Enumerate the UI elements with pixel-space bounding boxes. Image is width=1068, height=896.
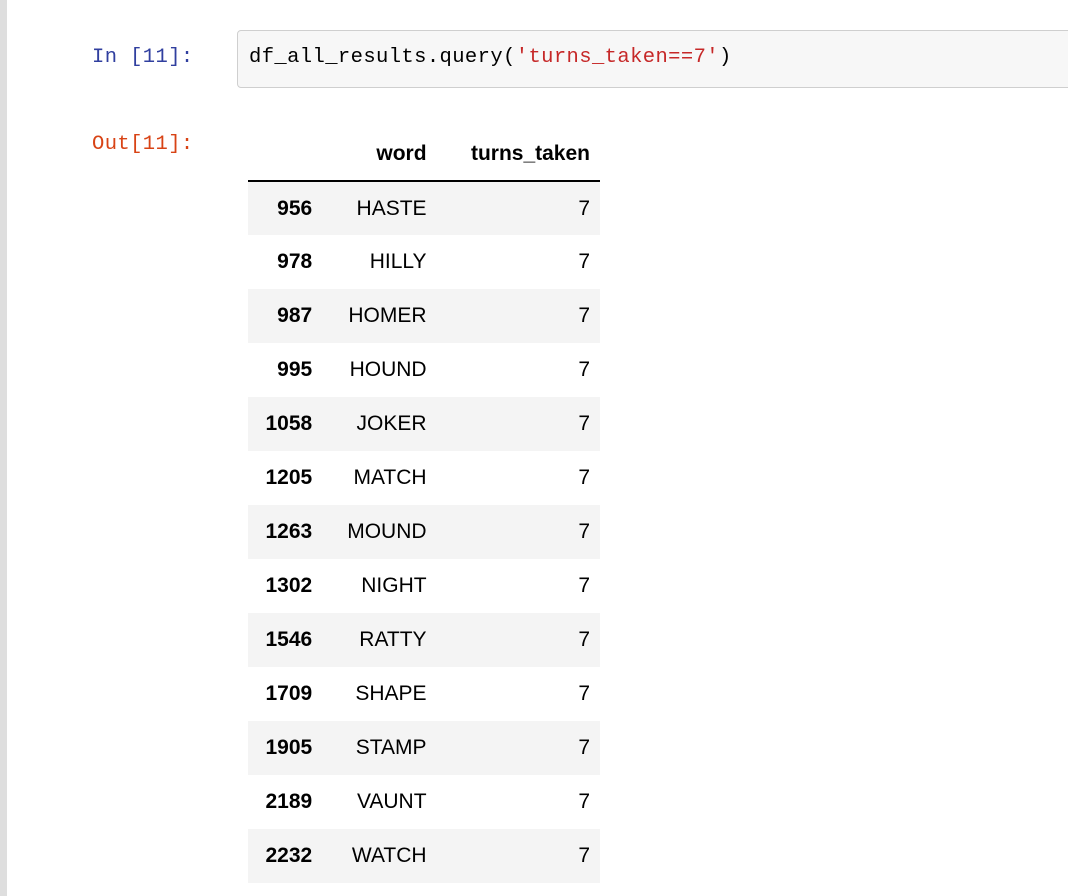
cell-turns-taken: 7 bbox=[578, 466, 590, 489]
cell-word: NIGHT bbox=[361, 574, 427, 597]
table-row: 2189 VAUNT 7 bbox=[248, 775, 600, 829]
table-row: 995 HOUND 7 bbox=[248, 343, 600, 397]
row-index-cell: 1058 bbox=[265, 412, 313, 435]
table-row: 1263 MOUND 7 bbox=[248, 505, 600, 559]
column-header-index bbox=[248, 132, 313, 182]
cell-turns-taken: 7 bbox=[578, 250, 590, 273]
cell-word: STAMP bbox=[355, 736, 427, 759]
cell-word: HOUND bbox=[349, 358, 427, 381]
table-row: 2232 WATCH 7 bbox=[248, 829, 600, 883]
row-index-cell: 987 bbox=[277, 304, 313, 327]
code-editor-area[interactable]: df_all_results.query('turns_taken==7') bbox=[237, 30, 1068, 88]
code-token-string: 'turns_taken==7' bbox=[515, 46, 719, 69]
cell-turns-taken: 7 bbox=[578, 790, 590, 813]
row-index-cell: 956 bbox=[277, 196, 313, 220]
row-index-cell: 1302 bbox=[265, 574, 313, 597]
table-row: 1709 SHAPE 7 bbox=[248, 667, 600, 721]
cell-word: HOMER bbox=[348, 304, 427, 327]
row-index-cell: 1205 bbox=[265, 466, 313, 489]
cell-word: MATCH bbox=[353, 466, 427, 489]
row-index-cell: 1709 bbox=[265, 682, 313, 705]
cell-word: WATCH bbox=[351, 844, 427, 867]
cell-turns-taken: 7 bbox=[578, 682, 590, 705]
cell-turns-taken: 7 bbox=[578, 844, 590, 867]
cell-word: HASTE bbox=[356, 196, 427, 220]
column-header-turns-taken: turns_taken bbox=[426, 132, 600, 182]
cell-word: JOKER bbox=[356, 412, 427, 435]
row-index-cell: 1263 bbox=[265, 520, 313, 543]
cell-word: RATTY bbox=[359, 628, 427, 651]
cell-turns-taken: 7 bbox=[578, 520, 590, 543]
code-token-expression: df_all_results.query( bbox=[249, 46, 516, 69]
row-index-cell: 1546 bbox=[265, 628, 313, 651]
table-row: 987 HOMER 7 bbox=[248, 289, 600, 343]
cell-turns-taken: 7 bbox=[578, 358, 590, 381]
cell-turns-taken: 7 bbox=[578, 196, 590, 220]
cell-turns-taken: 7 bbox=[578, 736, 590, 759]
cell-turns-taken: 7 bbox=[578, 574, 590, 597]
notebook-cell-gutter bbox=[0, 0, 7, 896]
table-row: 1546 RATTY 7 bbox=[248, 613, 600, 667]
table-row: 978 HILLY 7 bbox=[248, 235, 600, 289]
cell-word: MOUND bbox=[347, 520, 427, 543]
row-index-cell: 2232 bbox=[265, 844, 313, 867]
row-index-cell: 2189 bbox=[265, 790, 313, 813]
row-index-cell: 995 bbox=[277, 358, 313, 381]
output-prompt-label: Out[11]: bbox=[92, 133, 194, 156]
table-row: 1302 NIGHT 7 bbox=[248, 559, 600, 613]
code-line[interactable]: df_all_results.query('turns_taken==7') bbox=[249, 46, 732, 69]
cell-turns-taken: 7 bbox=[578, 304, 590, 327]
table-row: 1905 STAMP 7 bbox=[248, 721, 600, 775]
notebook-input-cell[interactable]: In [11]: df_all_results.query('turns_tak… bbox=[0, 30, 1068, 155]
cell-turns-taken: 7 bbox=[578, 628, 590, 651]
dataframe-header-row: word turns_taken bbox=[248, 132, 600, 182]
code-token-closeparen: ) bbox=[718, 46, 732, 69]
table-row: 1205 MATCH 7 bbox=[248, 451, 600, 505]
cell-turns-taken: 7 bbox=[578, 412, 590, 435]
table-row: 956 HASTE 7 bbox=[248, 181, 600, 235]
cell-word: SHAPE bbox=[355, 682, 427, 705]
input-prompt-label: In [11]: bbox=[92, 46, 194, 69]
cell-word: VAUNT bbox=[356, 790, 427, 813]
row-index-cell: 1905 bbox=[265, 736, 313, 759]
column-header-word: word bbox=[312, 132, 427, 182]
table-row: 1058 JOKER 7 bbox=[248, 397, 600, 451]
dataframe-header: word turns_taken bbox=[248, 132, 600, 182]
row-index-cell: 978 bbox=[277, 250, 313, 273]
cell-word: HILLY bbox=[369, 250, 427, 273]
